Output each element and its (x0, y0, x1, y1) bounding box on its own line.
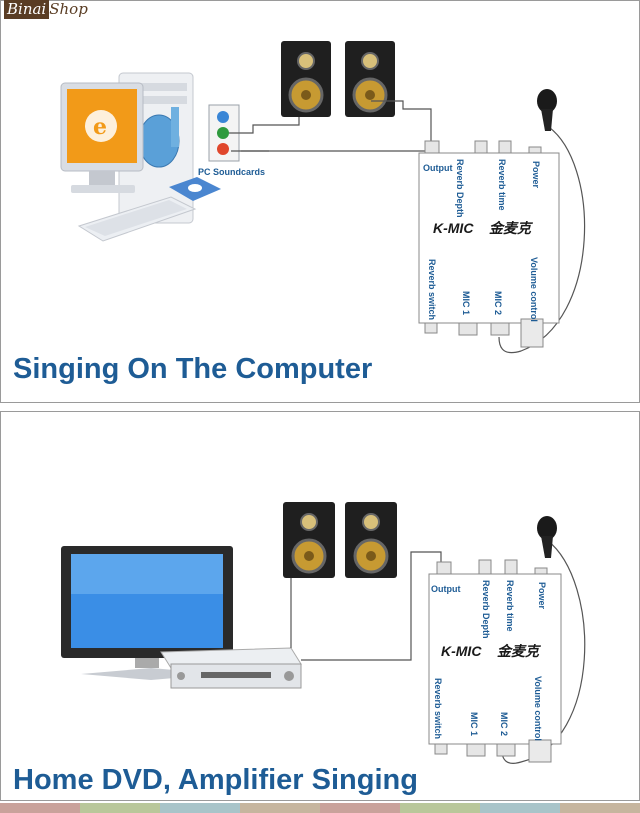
microphone-icon (537, 516, 557, 558)
kmic-device: Output Reverb Depth Reverb time Power K-… (428, 559, 562, 763)
speaker-left-icon (283, 502, 335, 578)
reverb-depth-label: Reverb Depth (455, 159, 465, 218)
caption-computer: Singing On The Computer (13, 353, 373, 385)
mic1-label: MIC 1 (469, 712, 479, 736)
stripe-segment (320, 803, 400, 813)
reverb-time-label: Reverb time (497, 159, 507, 211)
output-label: Output (423, 163, 453, 173)
stripe-segment (400, 803, 480, 813)
stripe-segment (560, 803, 640, 813)
brand-cn-label: 金麦克 (489, 220, 534, 236)
cables (290, 539, 586, 764)
power-label: Power (537, 582, 547, 610)
stripe-segment (160, 803, 240, 813)
computer-setup-illustration: e PC Soundcards (60, 41, 586, 354)
speaker-right-icon (345, 502, 397, 578)
kmic-device: Output Reverb Depth Reverb time Power K-… (418, 140, 560, 348)
microphone-icon (537, 89, 557, 131)
panel-dvd-setup: Output Reverb Depth Reverb time Power K-… (0, 411, 640, 801)
tv-icon (61, 546, 233, 680)
stripe-segment (0, 803, 80, 813)
power-label: Power (531, 161, 541, 189)
mousepad-icon (169, 177, 221, 201)
caption-dvd: Home DVD, Amplifier Singing (13, 764, 418, 796)
stripe-segment (80, 803, 160, 813)
output-label: Output (431, 584, 461, 594)
brand-cn-label: 金麦克 (497, 643, 542, 659)
panel-computer-setup: e PC Soundcards (0, 0, 640, 403)
mic2-label: MIC 2 (493, 291, 503, 315)
stripe-segment (240, 803, 320, 813)
mic1-label: MIC 1 (461, 291, 471, 315)
reverb-time-label: Reverb time (505, 580, 515, 632)
speaker-right-icon (345, 41, 395, 117)
speaker-left-icon (281, 41, 331, 117)
svg-text:e: e (93, 114, 107, 140)
volume-control-label: Volume control (533, 676, 543, 741)
amplifier-icon (160, 647, 302, 689)
monitor-icon: e (60, 82, 144, 193)
brand-label: K-MIC (441, 643, 482, 659)
reverb-switch-label: Reverb switch (427, 259, 437, 320)
volume-control-label: Volume control (529, 257, 539, 322)
stripe-segment (480, 803, 560, 813)
brand-label: K-MIC (433, 220, 474, 236)
reverb-switch-label: Reverb switch (433, 678, 443, 739)
reverb-depth-label: Reverb Depth (481, 580, 491, 639)
cables (229, 100, 586, 354)
soundcard-label: PC Soundcards (198, 167, 265, 177)
mic2-label: MIC 2 (499, 712, 509, 736)
dvd-setup-illustration: Output Reverb Depth Reverb time Power K-… (61, 502, 586, 764)
keyboard-icon (77, 196, 197, 242)
